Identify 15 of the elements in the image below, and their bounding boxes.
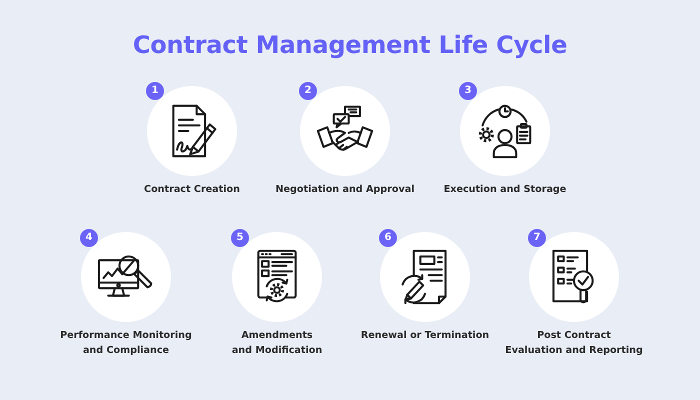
step-number-badge: 6 (379, 229, 397, 247)
step-number-badge: 2 (299, 82, 317, 100)
step-caption: Execution and Storage (444, 183, 566, 197)
step-number-badge: 7 (528, 229, 546, 247)
step-caption: Post Contract Evaluation and Reporting (505, 329, 643, 358)
step-number-badge: 5 (231, 229, 249, 247)
step-caption: Contract Creation (144, 183, 240, 197)
step-number-badge: 3 (459, 82, 477, 100)
step-number-badge: 1 (146, 82, 164, 100)
step-number-badge: 4 (80, 229, 98, 247)
step-caption: Renewal or Termination (360, 329, 490, 343)
step-caption: Negotiation and Approval (276, 183, 414, 197)
page-title: Contract Management Life Cycle (132, 31, 568, 59)
step-caption: Amendments and Modification (232, 329, 322, 358)
step-caption: Performance Monitoring and Compliance (60, 329, 192, 358)
